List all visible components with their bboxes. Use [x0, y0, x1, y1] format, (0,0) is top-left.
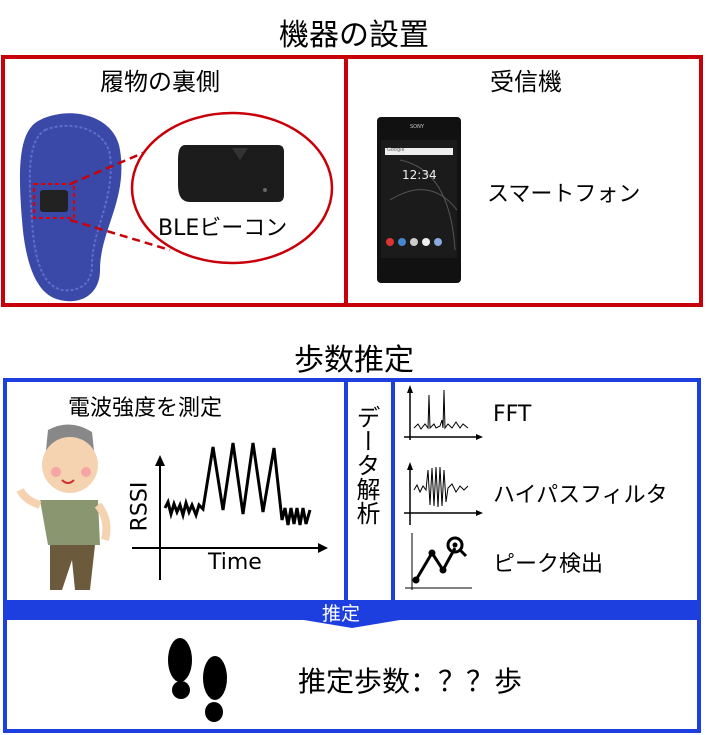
phone-time: 12:34 [402, 168, 437, 182]
smartphone-label: スマートフォン [487, 182, 641, 207]
estimation-box [3, 378, 701, 733]
estimate-band [5, 600, 699, 628]
step-peak-detection: ピーク検出 [493, 552, 604, 577]
ble-beacon-image [178, 145, 284, 202]
highpass-plot [404, 462, 483, 525]
rssi-axis-label: RSSI [127, 481, 153, 532]
phone-search: Google [387, 147, 405, 153]
receiver-section-title: 受信機 [490, 68, 562, 96]
step-fft: FFT [493, 402, 532, 427]
estimate-band-label: 推定 [322, 603, 361, 625]
zoom-line-top [69, 148, 151, 186]
estimated-steps-result: 推定歩数：？？歩 [298, 665, 523, 698]
footprints-icon [168, 638, 227, 722]
beacon-label: BLEビーコン [158, 216, 288, 241]
sandal-section-title: 履物の裏側 [100, 68, 220, 96]
rssi-plot [132, 442, 328, 580]
peak-detection-icon [405, 533, 472, 590]
rssi-signal [163, 442, 312, 526]
measure-title: 電波強度を測定 [68, 396, 223, 421]
estimation-title: 歩数推定 [294, 343, 414, 378]
fft-plot [404, 385, 483, 440]
sandal-sole-image [19, 113, 122, 302]
analysis-label: データ解析 [352, 405, 380, 525]
zoom-line-bottom [69, 218, 171, 252]
walking-person-illustration [16, 424, 111, 590]
step-highpass: ハイパスフィルタ [493, 483, 668, 508]
phone-brand: SONY [410, 124, 424, 130]
setup-box [1, 55, 703, 307]
smartphone-image [377, 117, 461, 283]
setup-title: 機器の設置 [279, 18, 429, 53]
time-axis-label: Time [208, 550, 262, 575]
